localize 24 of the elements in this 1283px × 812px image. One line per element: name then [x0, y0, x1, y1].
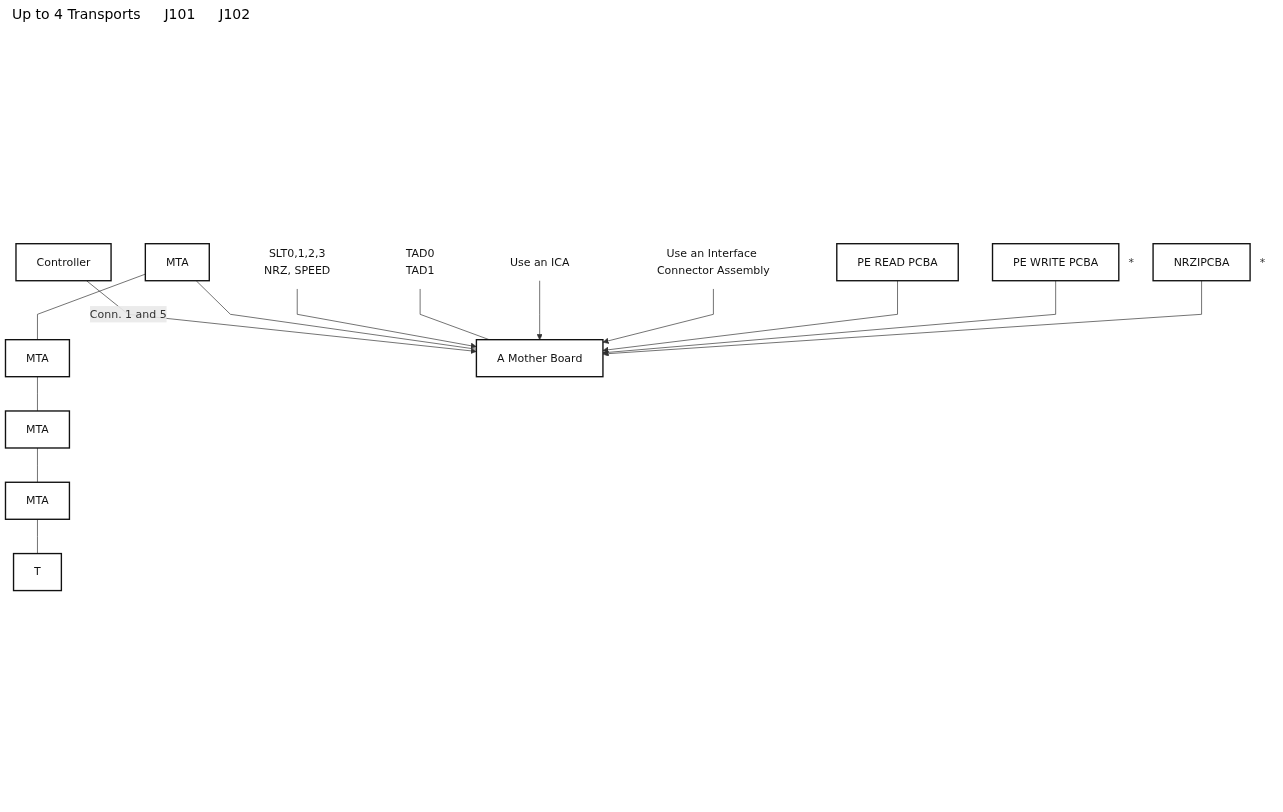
part-label: J102 [219, 6, 251, 22]
node-box: Controller [15, 243, 112, 282]
node-box: A Mother Board [475, 338, 604, 378]
node-box: MTA [4, 410, 71, 449]
connector [37, 518, 38, 554]
node-box: MTA [144, 243, 210, 282]
node-text: Use an ICA [509, 255, 570, 269]
edge-label: Conn. 1 and 5 [89, 307, 167, 321]
connector [37, 376, 38, 412]
part-label: Up to 4 Transports [12, 6, 141, 22]
connector [37, 273, 146, 340]
footnote-mark: * [1259, 255, 1266, 269]
node-box: MTA [4, 481, 71, 520]
node-text: SLT0,1,2,3 NRZ, SPEED [264, 247, 331, 277]
node-box: PE READ PCBA [836, 243, 959, 282]
node-text: TAD0 TAD1 [405, 247, 435, 277]
node-box: T [12, 552, 63, 592]
node-box: NRZIPCBA [1152, 243, 1251, 282]
node-text: Use an Interface Connector Assembly [656, 247, 770, 277]
footnote-mark: * [1128, 255, 1134, 269]
node-box: MTA [4, 338, 71, 378]
connector [37, 447, 38, 483]
part-label: J101 [164, 6, 196, 22]
node-box: PE WRITE PCBA [991, 243, 1120, 282]
